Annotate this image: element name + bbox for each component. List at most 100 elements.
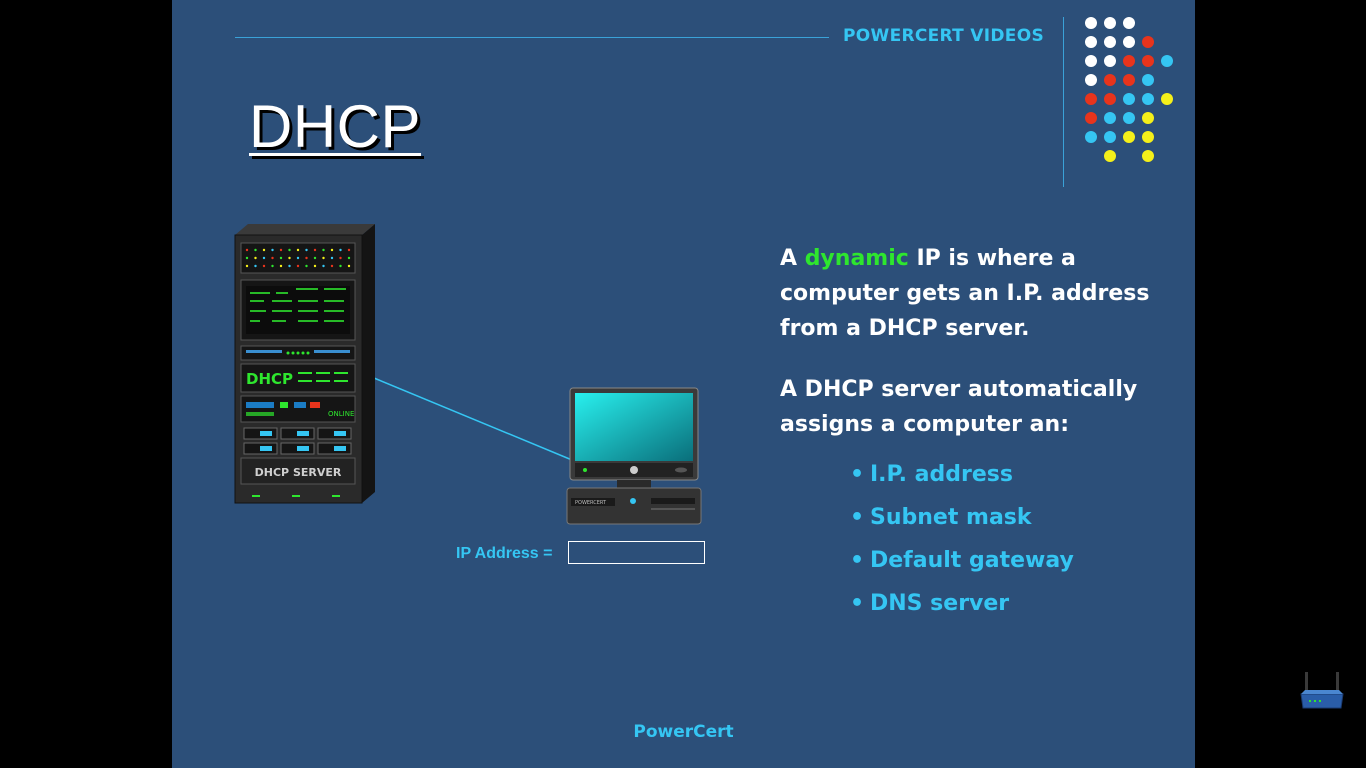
server-led [305,264,308,268]
network-link [373,377,573,461]
server-led [279,256,283,260]
drive-led [260,446,272,451]
server-led [254,264,257,268]
server-led [347,264,351,268]
header-divider [235,37,829,38]
bullet-icon: • [850,462,865,487]
server-led [322,248,325,252]
decorative-dot [1161,93,1173,105]
drive-led [334,431,346,436]
server-led [347,248,351,252]
server-led [254,248,257,252]
server-led [322,256,325,260]
decorative-dot [1142,112,1154,124]
dynamic-ip-paragraph: A dynamic IP is where a computer gets an… [780,241,1150,346]
desktop-computer-icon: POWERCERT [566,387,702,525]
server-led [305,248,308,252]
drive-led [297,431,309,436]
ip-address-field[interactable] [568,541,705,564]
server-led [330,248,334,252]
assigned-settings-list: •I.P. address •Subnet mask •Default gate… [850,462,1074,634]
server-led [245,264,249,268]
decorative-dot [1104,93,1116,105]
server-status: ONLINE [328,410,354,418]
server-led [254,256,257,260]
decorative-dot [1085,131,1097,143]
server-led [262,264,266,268]
bullet-icon: • [850,548,865,573]
dhcp-assigns-paragraph: A DHCP server automatically assigns a co… [780,372,1137,442]
drive-led [334,446,346,451]
decorative-dot [1123,131,1135,143]
decorative-dot [1104,112,1116,124]
server-panel-label: DHCP [246,370,293,388]
drive-led [260,431,272,436]
decorative-dot [1123,93,1135,105]
decorative-dot [1123,55,1135,67]
server-led [245,256,249,260]
server-led [322,264,325,268]
drive-led [297,446,309,451]
decorative-dot [1142,93,1154,105]
decorative-dot [1142,55,1154,67]
server-led [245,248,249,252]
decorative-dot [1123,36,1135,48]
server-led [330,264,334,268]
decorative-dot [1085,36,1097,48]
server-led [271,248,274,252]
decorative-dot [1104,55,1116,67]
server-led [271,256,274,260]
bullet-icon: • [850,505,865,530]
decorative-dot [1085,112,1097,124]
decorative-dot [1142,150,1154,162]
decorative-dot [1085,93,1097,105]
slide: POWERCERT VIDEOS DHCP DHCP [172,0,1195,768]
server-led [296,264,300,268]
server-led [347,256,351,260]
server-led [313,248,317,252]
server-led [262,256,266,260]
decorative-dot [1085,74,1097,86]
decorative-dot [1104,150,1116,162]
server-led [262,248,266,252]
decorative-dot [1123,17,1135,29]
decorative-dot [1161,55,1173,67]
decorative-dot [1104,131,1116,143]
list-item: •Default gateway [850,548,1074,573]
decorative-dot [1123,112,1135,124]
decorative-dot [1142,36,1154,48]
ip-address-label: IP Address = [456,545,553,562]
decorative-dot [1123,74,1135,86]
server-rack-icon: DHCP ONLINE DHCP SERVER [234,224,375,504]
dynamic-highlight: dynamic [804,246,909,271]
para1-prefix: A [780,246,805,271]
decorative-dot [1104,17,1116,29]
server-label: DHCP SERVER [255,466,342,479]
para2-line2: assigns a computer an: [780,412,1069,437]
list-item: •I.P. address [850,462,1013,487]
server-led [339,256,342,260]
decorative-dot [1142,131,1154,143]
decorative-dot [1142,74,1154,86]
wireless-router-icon [1300,672,1344,709]
pc-brand-label: POWERCERT [575,500,607,506]
para1-line2: computer gets an I.P. address [780,281,1150,306]
server-led [296,256,300,260]
server-led [330,256,334,260]
decorative-dot [1085,55,1097,67]
server-led [279,248,283,252]
server-led [313,264,317,268]
server-led [339,248,342,252]
decorative-dot [1104,74,1116,86]
bullet-icon: • [850,591,865,616]
list-item: •Subnet mask [850,505,1032,530]
list-item: •DNS server [850,591,1010,616]
vertical-divider [1063,17,1064,187]
server-led [279,264,283,268]
server-led [288,248,291,252]
server-led [296,248,300,252]
server-led [339,264,342,268]
page-title: DHCP [249,93,422,160]
decorative-dot [1085,17,1097,29]
para1-line3: from a DHCP server. [780,316,1030,341]
